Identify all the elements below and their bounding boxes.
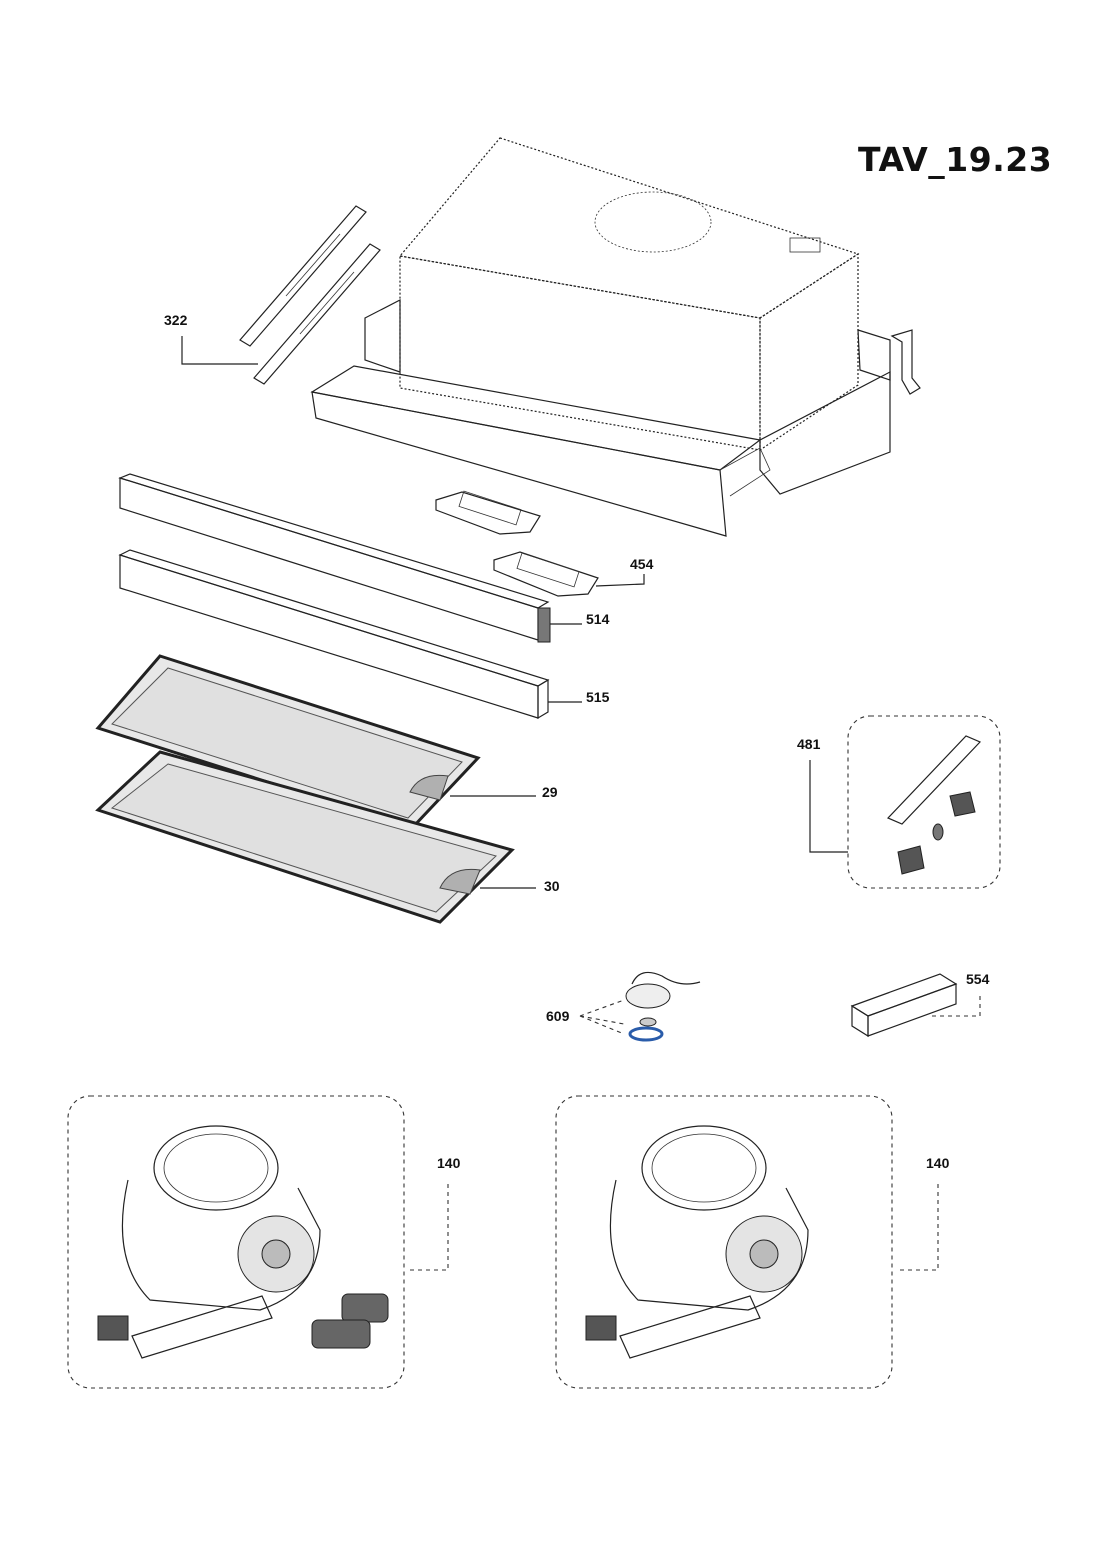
part-label-515: 515: [586, 689, 610, 705]
grease-filters: [95, 654, 515, 924]
front-bars: [118, 473, 551, 720]
part-label-554: 554: [966, 971, 990, 987]
diagram-title: TAV_19.23: [858, 140, 1053, 179]
part-label-454: 454: [630, 556, 654, 572]
part-label-609: 609: [546, 1008, 570, 1024]
part-label-322: 322: [164, 312, 188, 328]
leader-lines: [181, 336, 981, 1271]
motor-left: [67, 1095, 405, 1389]
rails: [239, 205, 381, 385]
part-label-30: 30: [544, 878, 560, 894]
hood-body: [310, 137, 921, 537]
motor-right: [555, 1095, 893, 1389]
part-label-140-left: 140: [437, 1155, 461, 1171]
handles: [435, 490, 599, 597]
part-label-514: 514: [586, 611, 610, 627]
part-label-29: 29: [542, 784, 558, 800]
part-label-481: 481: [797, 736, 821, 752]
part-label-140-right: 140: [926, 1155, 950, 1171]
switch-kit: [847, 715, 1001, 889]
transformer: [850, 973, 958, 1038]
lamp-assembly: [625, 971, 701, 1042]
